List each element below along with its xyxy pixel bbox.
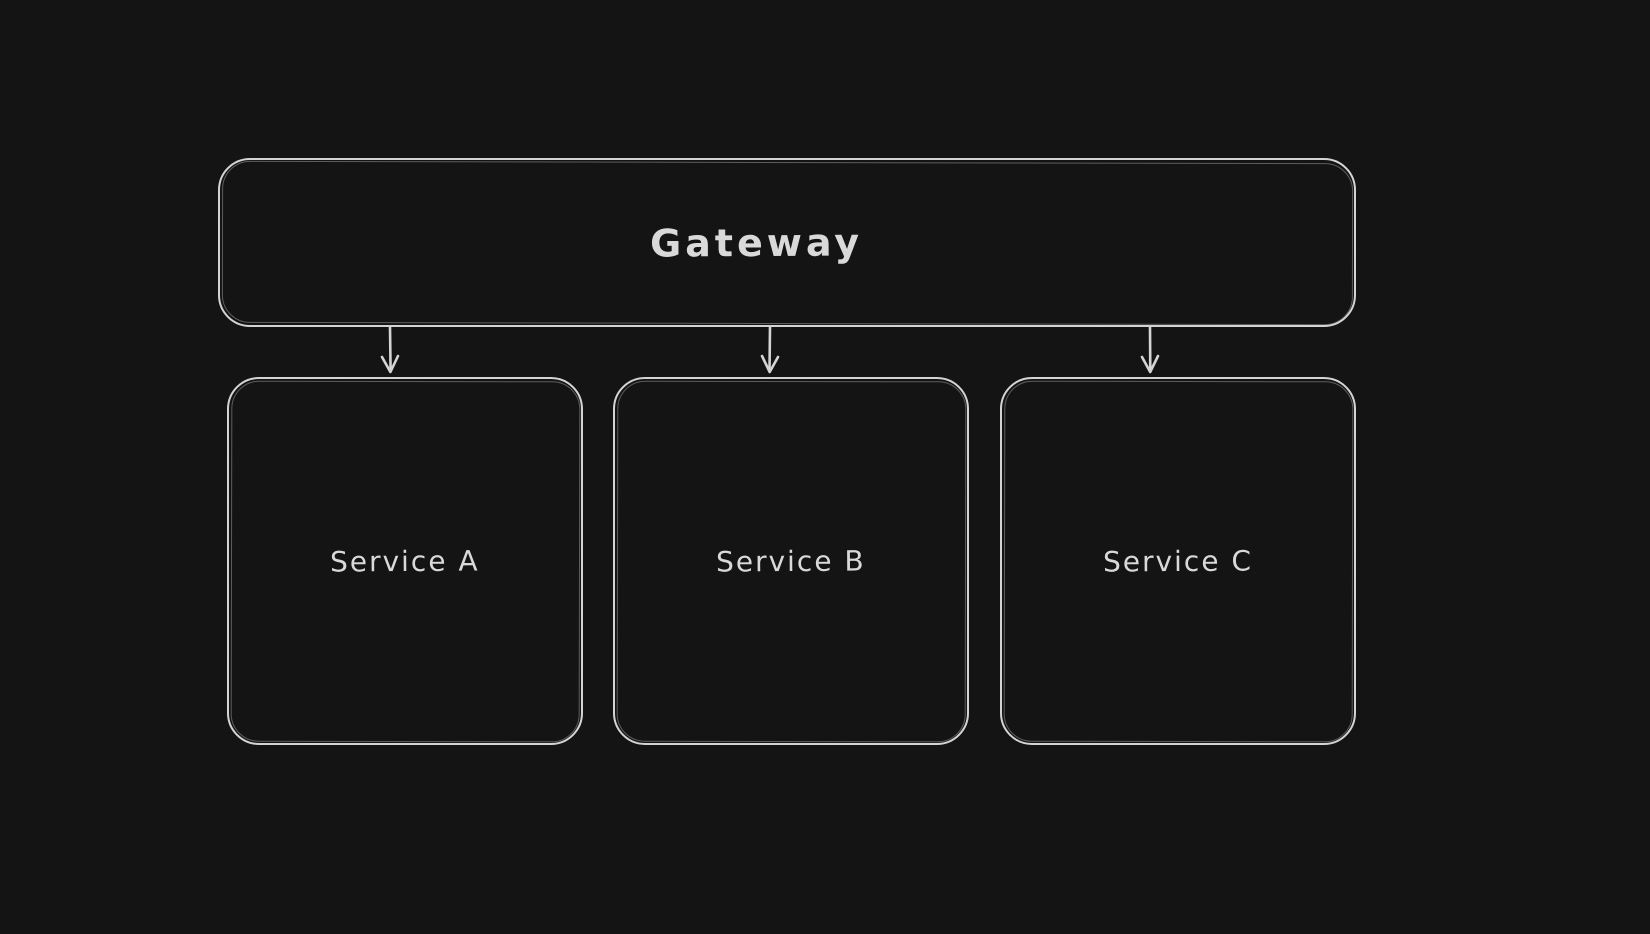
gateway-node-label: Gateway: [650, 219, 864, 266]
service-b-node: Service B: [613, 377, 969, 745]
service-c-node-label: Service C: [1102, 543, 1254, 579]
service-a-node-label: Service A: [330, 543, 480, 579]
arrow-down-icon: [752, 326, 788, 376]
service-c-node: Service C: [1000, 377, 1356, 745]
edge-gateway-to-service-b: [752, 326, 788, 376]
arrow-down-icon: [1132, 326, 1168, 376]
edge-gateway-to-service-a: [372, 326, 408, 376]
edge-gateway-to-service-c: [1132, 326, 1168, 376]
service-b-node-label: Service B: [716, 543, 866, 579]
arrow-down-icon: [372, 326, 408, 376]
gateway-node: Gateway: [218, 158, 1356, 327]
service-a-node: Service A: [227, 377, 583, 745]
